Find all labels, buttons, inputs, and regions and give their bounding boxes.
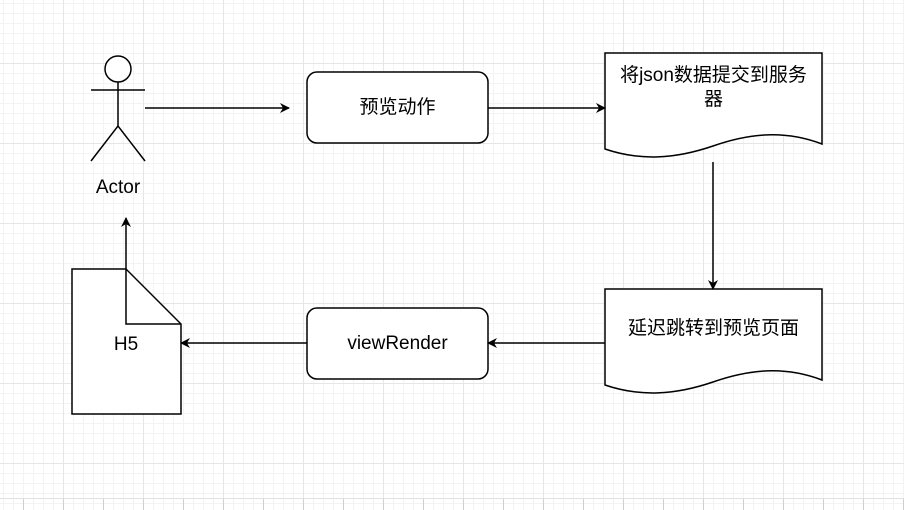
h5-note-fold <box>125 269 181 325</box>
delay-redirect-node[interactable] <box>604 288 823 394</box>
h5-node[interactable] <box>71 268 182 415</box>
view-render-label: viewRender <box>347 332 448 354</box>
actor-figure[interactable] <box>90 55 146 162</box>
actor-right-leg <box>117 125 146 162</box>
h5-note-body <box>71 268 182 415</box>
delay-redirect-label: 延迟跳转到预览页面 <box>627 318 799 339</box>
actor-left-leg <box>90 125 119 162</box>
preview-action-label: 预览动作 <box>359 96 436 118</box>
canvas-bottom-ruler <box>0 498 904 510</box>
actor-head <box>104 55 132 83</box>
h5-label: H5 <box>113 334 139 355</box>
submit-json-label: 将json数据提交到服务器 <box>620 65 807 110</box>
actor-label: Actor <box>95 177 141 198</box>
submit-json-node[interactable] <box>604 52 823 158</box>
